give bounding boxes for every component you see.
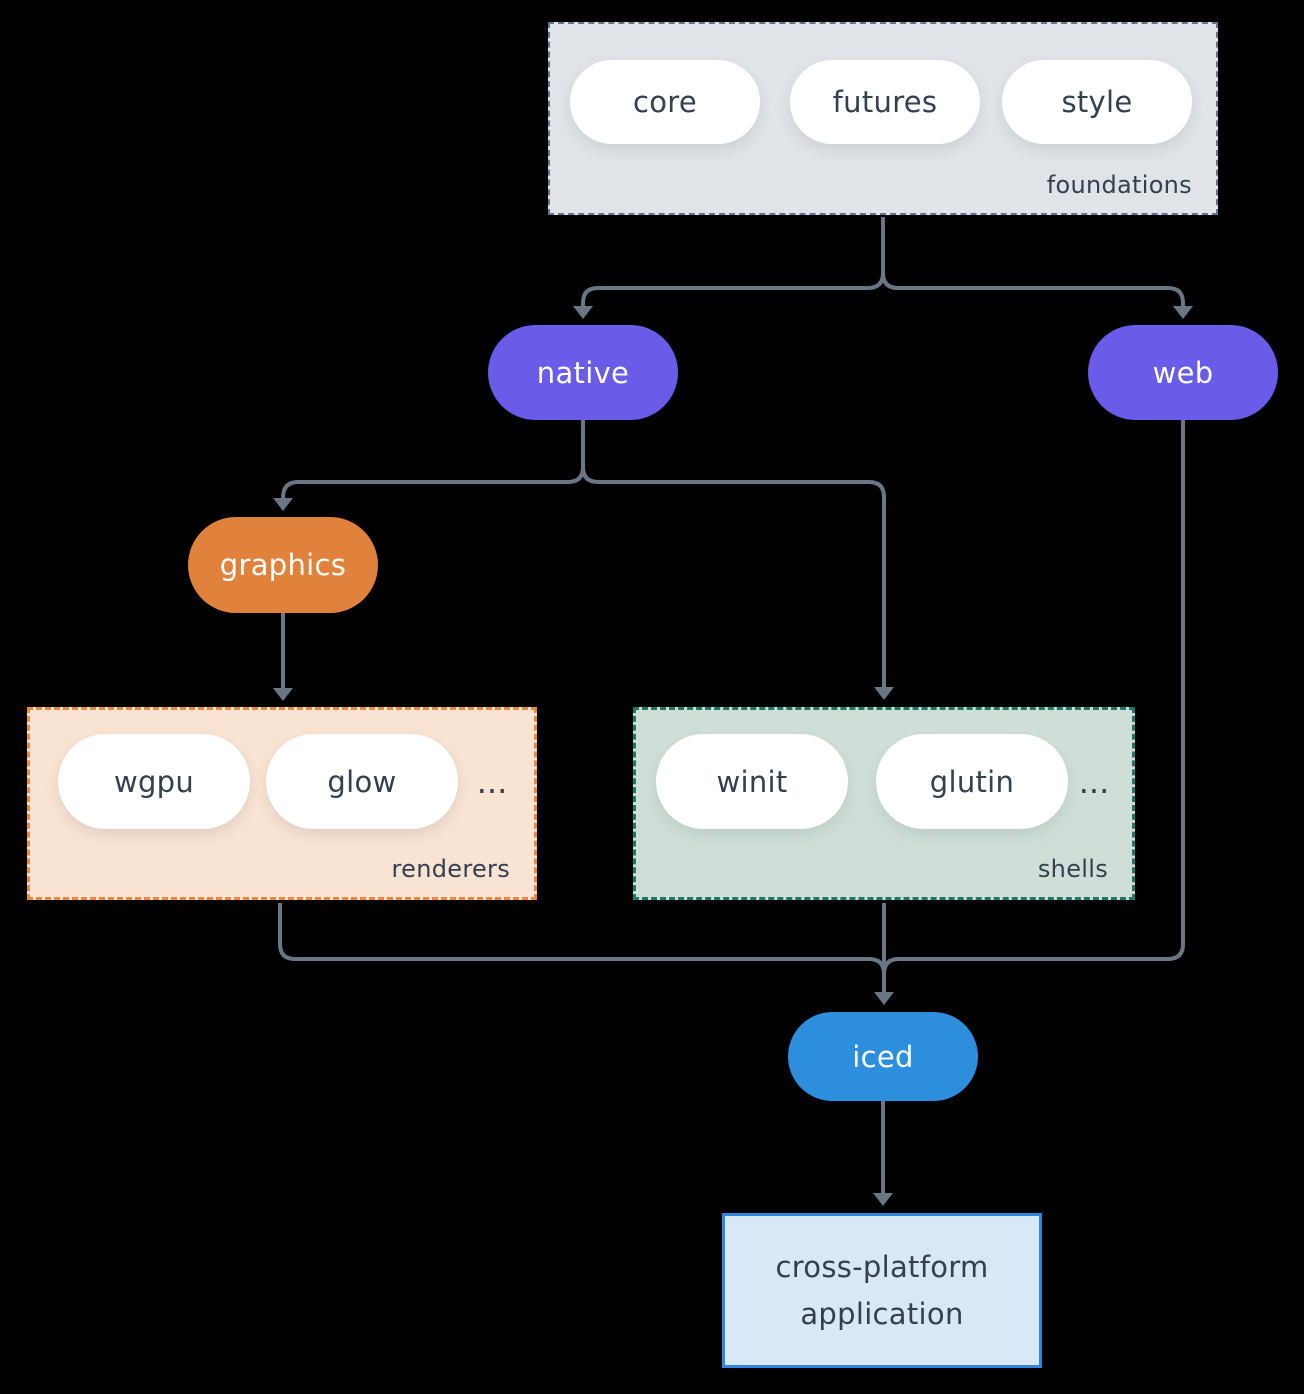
application-label: cross-platform application [775, 1249, 989, 1331]
edge-native-graphics [281, 420, 585, 500]
group-shells: winit glutin ... shells [633, 707, 1135, 900]
node-glutin: glutin [876, 734, 1068, 829]
node-native: native [488, 325, 678, 420]
edge-foundations-web [881, 272, 1185, 307]
node-core: core [570, 60, 760, 144]
group-label-foundations: foundations [1046, 171, 1192, 199]
shells-ellipsis: ... [1078, 762, 1110, 801]
arrowhead-native [573, 306, 593, 319]
edge-native-shells [581, 466, 886, 687]
arrowhead-shells [874, 687, 894, 700]
arrowhead-web [1173, 306, 1193, 319]
renderers-ellipsis: ... [476, 762, 508, 801]
node-style: style [1002, 60, 1192, 144]
group-foundations: core futures style foundations [548, 22, 1218, 215]
arrowhead-application [873, 1193, 893, 1206]
group-renderers: wgpu glow ... renderers [27, 707, 537, 900]
node-wgpu: wgpu [58, 734, 250, 829]
arrowhead-iced [874, 992, 894, 1005]
node-iced: iced [788, 1012, 978, 1101]
node-futures: futures [790, 60, 980, 144]
node-glow: glow [266, 734, 458, 829]
node-graphics: graphics [188, 517, 378, 613]
node-web: web [1088, 325, 1278, 420]
edge-renderers-iced [278, 903, 886, 975]
group-label-renderers: renderers [391, 855, 510, 883]
edge-foundations-native [581, 217, 885, 307]
group-label-shells: shells [1037, 855, 1108, 883]
node-cross-platform-application: cross-platform application [722, 1213, 1042, 1368]
arrowhead-graphics [273, 498, 293, 511]
arrowhead-renderers [273, 688, 293, 701]
node-winit: winit [656, 734, 848, 829]
